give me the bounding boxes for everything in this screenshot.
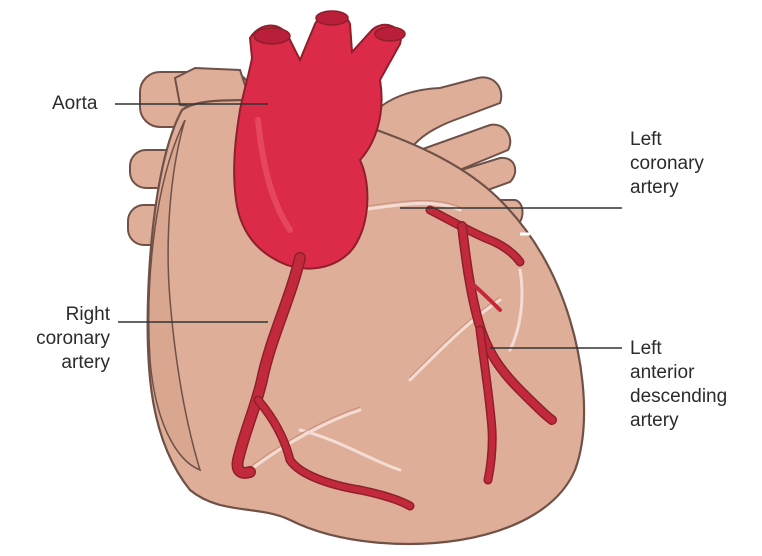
lad-label-line-2: anterior (630, 361, 727, 385)
left-anterior-descending-artery-label: Left anterior descending artery (630, 337, 727, 433)
aorta-branch-1 (254, 28, 290, 44)
rca-label-line-2: coronary (36, 327, 110, 351)
lca-label-line-3: artery (630, 176, 704, 200)
aorta-branch-3 (375, 27, 405, 41)
lca-label-line-2: coronary (630, 152, 704, 176)
lca-label-line-1: Left (630, 128, 704, 152)
aorta-label: Aorta (52, 92, 97, 116)
lad-label-line-3: descending (630, 385, 727, 409)
lad-label-line-4: artery (630, 409, 727, 433)
aorta-branch-2 (316, 11, 348, 25)
rca-label-line-3: artery (36, 351, 110, 375)
left-coronary-artery-label: Left coronary artery (630, 128, 704, 200)
rca-label-line-1: Right (36, 303, 110, 327)
right-coronary-artery-label: Right coronary artery (36, 303, 110, 375)
aorta-label-text: Aorta (52, 92, 97, 116)
lad-label-line-1: Left (630, 337, 727, 361)
